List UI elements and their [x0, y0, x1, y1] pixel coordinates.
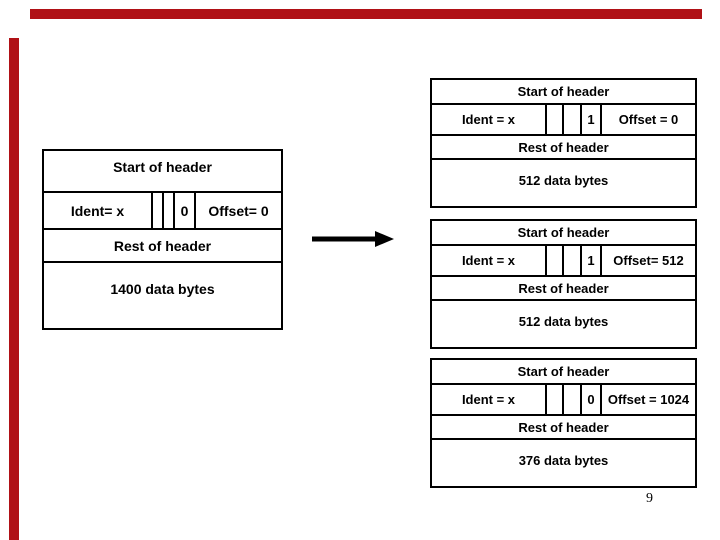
tick-cell	[562, 385, 580, 414]
ident-field: Ident = x	[461, 112, 516, 127]
fragment-1-box: Start of header Ident = x 1 Offset = 0 R…	[430, 78, 697, 208]
tick-cell	[562, 105, 580, 134]
header-row: Start of header	[432, 221, 695, 246]
ident-row: Ident = x 0 Offset = 1024	[432, 385, 695, 416]
ident-field: Ident = x	[461, 392, 516, 407]
original-datagram-box: Start of header Ident= x 0 Offset= 0 Res…	[42, 149, 283, 330]
data-bytes-row: 376 data bytes	[518, 452, 609, 468]
rest-of-header-row: Rest of header	[44, 230, 281, 263]
fragment-2-box: Start of header Ident = x 1 Offset= 512 …	[430, 219, 697, 349]
page-number: 9	[646, 491, 653, 506]
tick-cell	[162, 193, 173, 228]
left-accent-bar	[9, 38, 19, 540]
flag-cell: 1	[580, 105, 600, 134]
ident-row: Ident= x 0 Offset= 0	[44, 193, 281, 230]
header-row: Start of header	[44, 151, 281, 193]
fragment-3-box: Start of header Ident = x 0 Offset = 102…	[430, 358, 697, 488]
tick-cell	[545, 246, 562, 275]
flag-cell: 1	[580, 246, 600, 275]
rest-of-header-row: Rest of header	[432, 416, 695, 440]
header-row: Start of header	[432, 360, 695, 385]
data-bytes-row: 1400 data bytes	[110, 280, 215, 297]
rest-of-header-row: Rest of header	[432, 277, 695, 301]
flag-cell: 0	[580, 385, 600, 414]
header-row: Start of header	[432, 80, 695, 105]
tick-cell	[545, 105, 562, 134]
tick-cell	[545, 385, 562, 414]
offset-field: Offset= 512	[600, 246, 695, 275]
tick-cell	[562, 246, 580, 275]
ident-field: Ident= x	[70, 202, 125, 219]
offset-field: Offset= 0	[194, 193, 281, 228]
data-bytes-row: 512 data bytes	[518, 313, 609, 329]
arrow-right-icon	[312, 231, 394, 247]
ident-field: Ident = x	[461, 253, 516, 268]
ident-row: Ident = x 1 Offset= 512	[432, 246, 695, 277]
ident-row: Ident = x 1 Offset = 0	[432, 105, 695, 136]
tick-cell	[151, 193, 162, 228]
offset-field: Offset = 1024	[600, 385, 695, 414]
flag-cell: 0	[173, 193, 194, 228]
offset-field: Offset = 0	[600, 105, 695, 134]
data-bytes-row: 512 data bytes	[518, 172, 609, 188]
rest-of-header-row: Rest of header	[432, 136, 695, 160]
top-accent-bar	[30, 9, 702, 19]
